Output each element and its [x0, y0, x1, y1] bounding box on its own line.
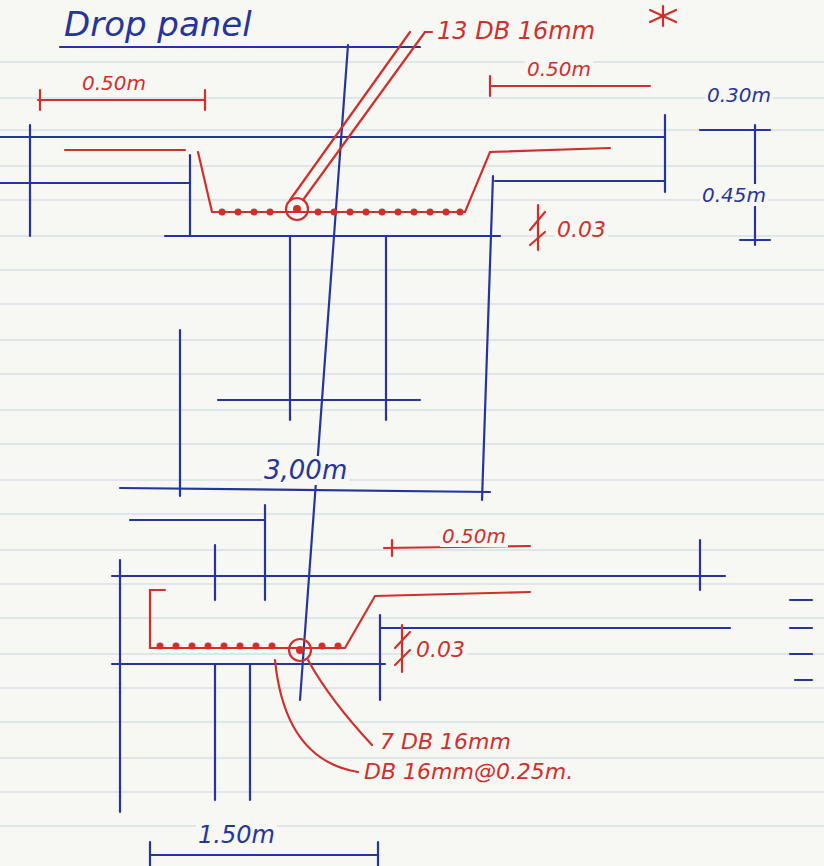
dimension-label: 3,00m	[262, 456, 349, 485]
dimension-label: 0.30m	[705, 84, 773, 106]
dimension-label: 7 DB 16mm	[378, 730, 513, 754]
sketch-title: Drop panel	[62, 4, 254, 44]
dimension-label: 0.03	[555, 218, 608, 242]
dimension-label: 1.50m	[196, 822, 277, 848]
dimension-label: 0.50m	[80, 72, 148, 94]
dimension-label: 13 DB 16mm	[435, 18, 597, 44]
concrete-outline	[0, 45, 812, 866]
dimension-label: 0.50m	[525, 58, 593, 80]
dimension-label: 0.03	[414, 638, 467, 662]
rebar-dots	[157, 205, 464, 654]
dimension-label: 0.50m	[440, 525, 508, 547]
reinforcement	[38, 6, 676, 772]
dimension-label: 0.45m	[700, 184, 768, 206]
ruled-lines	[0, 62, 824, 826]
dimension-label: DB 16mm@0.25m.	[362, 760, 575, 784]
